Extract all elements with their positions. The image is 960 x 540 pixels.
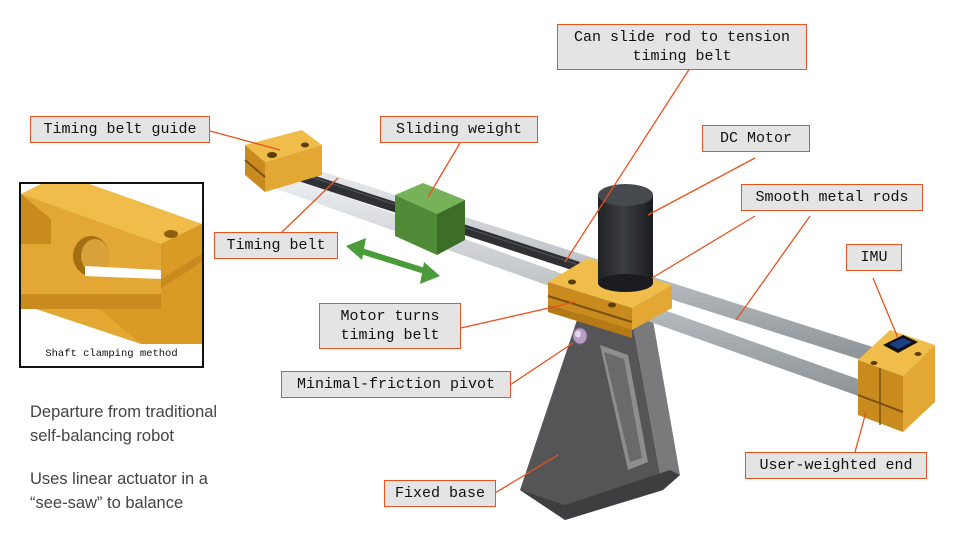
note-uses-line-1: Uses linear actuator in a [30,470,208,488]
leader-smooth-metal-rods-1 [651,215,756,279]
timing-belt-guide-block [244,130,322,192]
label-user-weighted-end: User-weighted end [745,452,927,479]
label-fixed-base: Fixed base [384,480,496,507]
leader-lines [209,67,899,494]
shaft-clamping-inset: Shaft clamping method [19,182,204,368]
label-minimal-friction-pivot: Minimal-friction pivot [281,371,511,398]
inset-caption: Shaft clamping method [45,348,178,360]
leader-pivot [509,342,574,386]
leader-timing-belt [281,177,339,233]
label-can-slide-rod-line-1: Can slide rod to tension [573,29,791,46]
leader-motor-turns-belt [460,301,576,329]
label-smooth-metal-rods: Smooth metal rods [741,184,923,211]
note-departure-line-2: self-balancing robot [30,427,175,445]
leader-smooth-metal-rods-2 [735,215,811,321]
note-departure: Departure from traditional self-balancin… [30,400,217,448]
dc-motor-cylinder [598,184,653,292]
label-sliding-weight: Sliding weight [380,116,538,143]
imu-chip [883,335,918,353]
leader-dc-motor [647,157,756,216]
note-uses-line-2: “see-saw” to balance [30,494,184,512]
leader-timing-belt-guide [209,130,281,151]
label-motor-turns-belt-line-1: Motor turns [340,308,440,325]
note-uses-linear-actuator: Uses linear actuator in a “see-saw” to b… [30,467,208,515]
label-can-slide-rod: Can slide rod to tension timing belt [557,24,807,70]
leader-can-slide-rod [564,67,691,263]
leader-sliding-weight [427,142,461,198]
fixed-base-shape [520,305,680,520]
leader-fixed-base [494,454,559,494]
label-motor-turns-belt-line-2: timing belt [340,327,440,344]
label-imu: IMU [846,244,902,271]
label-timing-belt: Timing belt [214,232,338,259]
label-timing-belt-guide: Timing belt guide [30,116,210,143]
label-dc-motor: DC Motor [702,125,810,152]
motion-arrow [346,238,440,284]
leader-user-weighted-end [854,411,867,453]
shaft-clamp-illustration [21,184,202,344]
note-departure-line-1: Departure from traditional [30,403,218,421]
sliding-weight-block [395,183,465,255]
pivot-pin [572,327,588,345]
leader-imu [872,277,899,339]
label-can-slide-rod-line-2: timing belt [632,48,732,65]
label-motor-turns-belt: Motor turns timing belt [319,303,461,349]
